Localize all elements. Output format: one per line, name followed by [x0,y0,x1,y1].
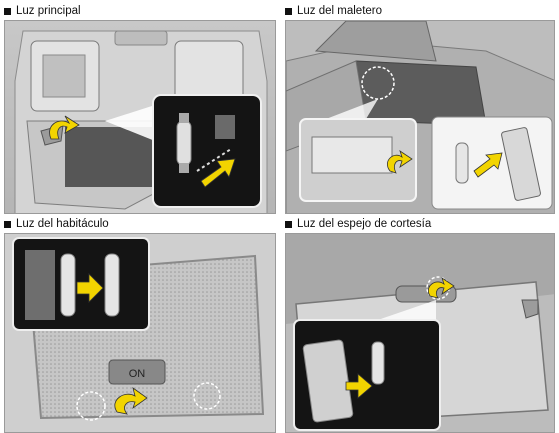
bulb-icon [104,253,120,317]
panel-luz-espejo: Luz del espejo de cortesía [285,215,555,433]
caption-text: Luz del habitáculo [16,218,109,230]
arrow-icon [49,115,80,140]
caption-text: Luz del espejo de cortesía [297,218,432,230]
figure-luz-maletero [285,20,555,214]
caption-bullet [4,7,11,15]
bulb-icon [371,341,385,385]
panel-luz-principal: Luz principal [4,2,276,214]
caption-bullet [285,7,292,15]
arrow-icon [76,273,104,303]
arrow-icon [345,373,373,399]
arrow-icon [200,158,236,188]
panel-luz-maletero: Luz del maletero [285,2,555,214]
bulb-icon [455,142,469,184]
figure-luz-principal [4,20,276,214]
panel-luz-habitaculo: Luz del habitáculo ON [4,215,276,433]
bulb-icon [176,113,192,173]
caption-bullet [4,220,11,228]
figure-luz-espejo [285,233,555,433]
caption-luz-principal: Luz principal [4,2,81,20]
caption-luz-espejo: Luz del espejo de cortesía [285,215,431,233]
caption-bullet [285,220,292,228]
caption-luz-maletero: Luz del maletero [285,2,382,20]
caption-text: Luz del maletero [297,5,383,17]
arrow-icon [428,277,455,299]
bulb-icon [60,253,76,317]
caption-text: Luz principal [16,5,81,17]
caption-luz-habitaculo: Luz del habitáculo [4,215,109,233]
on-switch-label: ON [129,368,146,380]
arrow-icon [114,387,148,415]
figure-luz-habitaculo: ON [4,233,276,433]
arrow-icon [473,152,503,178]
arrow-icon [386,150,413,174]
